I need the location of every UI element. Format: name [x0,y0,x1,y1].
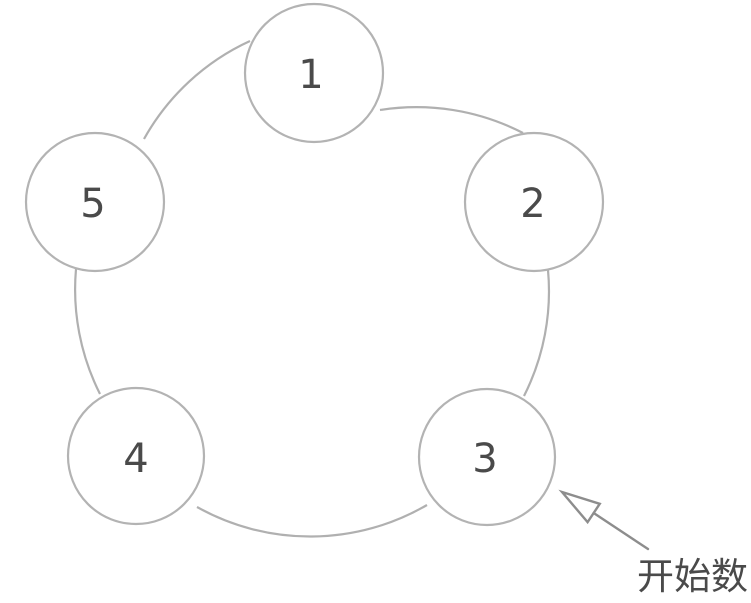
annotation-label: 开始数 [637,555,748,598]
annotation-arrow-shaft [592,511,650,551]
edge-node5-node1 [143,40,251,140]
node-1[interactable]: 1 [243,2,385,144]
edge-node3-node4 [196,504,428,538]
node-1-circle[interactable] [243,2,385,144]
node-5-circle[interactable] [24,131,166,273]
node-5[interactable]: 5 [24,131,166,273]
edge-node4-node5 [74,268,101,395]
node-4[interactable]: 4 [66,386,206,526]
node-3-circle[interactable] [417,387,557,527]
edge-node2-node3 [523,269,551,397]
node-5-label: 5 [80,181,105,227]
edge-node1-node2 [379,106,524,134]
node-2-label: 2 [520,181,545,227]
node-2[interactable]: 2 [463,131,605,273]
start-number-annotation: 开始数 [558,489,748,598]
node-1-label: 1 [298,52,323,98]
ring-edges [74,40,551,538]
ring-nodes: 1 2 3 4 5 [24,2,605,527]
node-3[interactable]: 3 [417,387,557,527]
node-4-label: 4 [123,436,148,482]
arrow-head-icon [558,489,602,525]
node-4-circle[interactable] [66,386,206,526]
node-2-circle[interactable] [463,131,605,273]
node-3-label: 3 [472,436,497,482]
